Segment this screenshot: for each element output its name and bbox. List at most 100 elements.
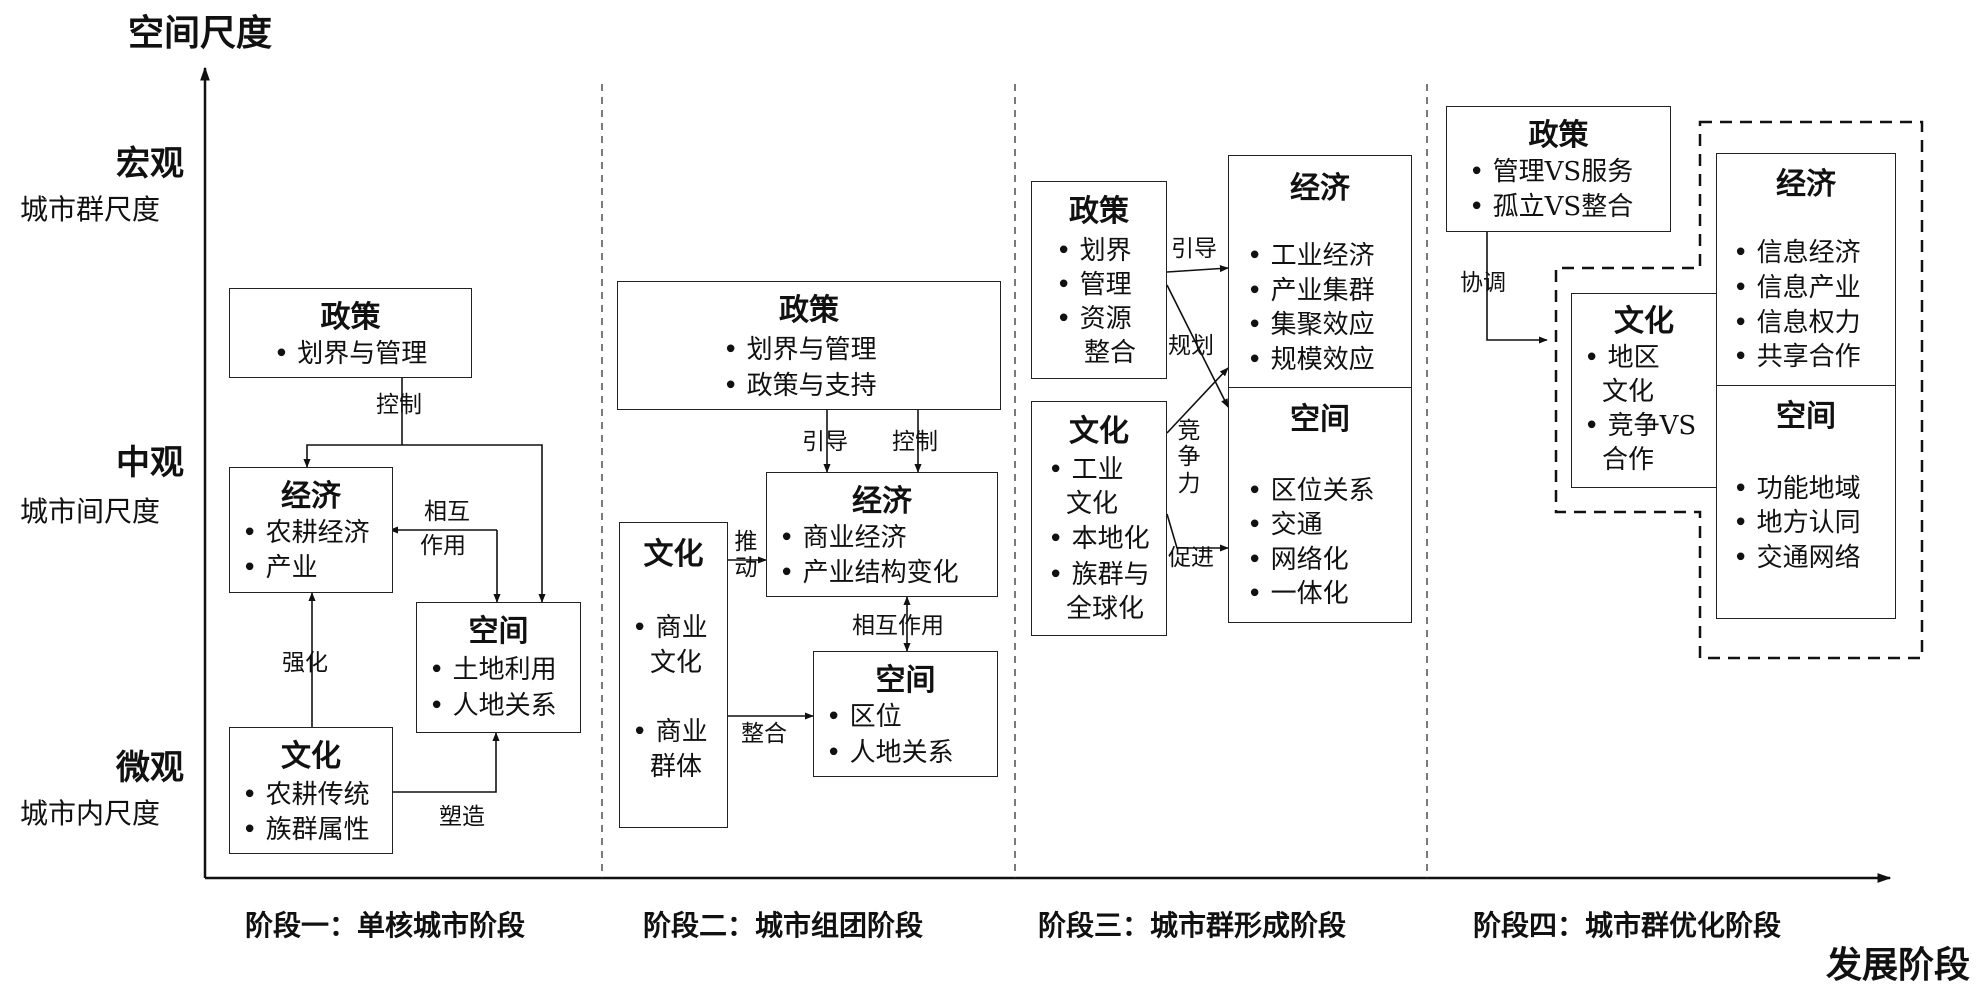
y-axis-title: 空间尺度 xyxy=(128,13,273,54)
level-macro-scale: 城市群尺度 xyxy=(20,193,161,226)
s3-culture-item: • 工业 xyxy=(1048,455,1124,485)
s3-policy-item: • 资源 xyxy=(1056,304,1132,334)
s2-arrow-push: 推动 xyxy=(734,529,758,582)
s4-dashed-region xyxy=(1554,120,1924,660)
s1-shape xyxy=(392,732,500,793)
s1-policy-box: 政策 • 划界与管理 xyxy=(229,288,472,378)
s4-economy-item: • 信息经济 xyxy=(1733,238,1861,268)
s4-coordinate xyxy=(1486,232,1548,344)
s2-arrow-control: 控制 xyxy=(892,429,938,455)
s1-space-title: 空间 xyxy=(468,614,529,649)
s3-box-divider xyxy=(1229,387,1411,388)
s3-culture-item: 文化 xyxy=(1066,489,1119,519)
s1-arrow-strengthen: 强化 xyxy=(282,650,328,676)
s2-space-item: • 人地关系 xyxy=(826,738,954,768)
s2-space-box: 空间 • 区位 • 人地关系 xyxy=(813,651,998,777)
s3-policy-box: 政策 • 划界 • 管理 • 资源 整合 xyxy=(1031,181,1167,379)
s3-arrow-guide: 引导 xyxy=(1171,236,1217,262)
s3-culture-box: 文化 • 工业 文化 • 本地化 • 族群与 全球化 xyxy=(1031,401,1167,636)
s2-economy-title: 经济 xyxy=(852,484,912,519)
s3-economy-title: 经济 xyxy=(1290,171,1350,206)
s4-culture-box: 文化 • 地区 文化 • 竞争VS 合作 xyxy=(1571,293,1717,488)
s2-economy-item: • 商业经济 xyxy=(779,523,907,553)
s4-economy-item: • 信息权力 xyxy=(1733,308,1861,338)
level-meso-scale: 城市间尺度 xyxy=(20,495,161,528)
level-meso: 中观 xyxy=(116,443,184,483)
s1-arrow-mutual-1: 相互 xyxy=(424,499,470,525)
s3-arrow-plan: 规划 xyxy=(1168,333,1214,359)
s1-arrow-control: 控制 xyxy=(376,392,422,418)
s2-culture-item: 群体 xyxy=(650,752,703,782)
stage-2-label: 阶段二：城市组团阶段 xyxy=(643,909,924,942)
s3-culture-title: 文化 xyxy=(1069,414,1129,449)
s1-culture-item: • 族群属性 xyxy=(242,815,370,845)
s1-control-to-economy xyxy=(303,444,402,468)
s2-culture-item: • 商业 xyxy=(632,613,708,643)
s3-economy-item: • 集聚效应 xyxy=(1247,310,1375,340)
s2-policy-item: • 政策与支持 xyxy=(723,371,877,401)
s4-arrow-coordinate: 协调 xyxy=(1460,270,1506,296)
s2-space-item: • 区位 xyxy=(826,702,902,732)
s3-arrow-promote: 促进 xyxy=(1168,545,1214,571)
s2-policy-item: • 划界与管理 xyxy=(723,335,877,365)
s2-policy-box: 政策 • 划界与管理 • 政策与支持 xyxy=(617,281,1001,410)
s2-arrow-integrate: 整合 xyxy=(741,721,787,747)
s3-policy-title: 政策 xyxy=(1069,194,1129,229)
s3-economy-space-box: 经济 • 工业经济 • 产业集群 • 集聚效应 • 规模效应 空间 • 区位关系… xyxy=(1228,155,1412,623)
s4-economy-title: 经济 xyxy=(1776,167,1836,202)
s1-arrow-mutual-2: 作用 xyxy=(420,533,466,559)
s2-culture-title: 文化 xyxy=(643,537,704,572)
s1-economy-box: 经济 • 农耕经济 • 产业 xyxy=(229,467,393,593)
s4-economy-item: • 信息产业 xyxy=(1733,273,1861,303)
s1-policy-title: 政策 xyxy=(320,300,381,335)
s4-economy-space-box: 经济 • 信息经济 • 信息产业 • 信息权力 • 共享合作 空间 • 功能地域… xyxy=(1716,153,1896,619)
s4-space-item: • 功能地域 xyxy=(1733,474,1861,504)
s1-culture-item: • 农耕传统 xyxy=(242,780,370,810)
s3-plan xyxy=(1166,284,1229,408)
s3-space-item: • 一体化 xyxy=(1247,579,1349,609)
s3-space-item: • 区位关系 xyxy=(1247,476,1375,506)
s4-space-item: • 交通网络 xyxy=(1733,543,1861,573)
s2-policy-title: 政策 xyxy=(779,293,839,328)
s3-space-item: • 交通 xyxy=(1247,510,1323,540)
s4-policy-box: 政策 • 管理VS服务 • 孤立VS整合 xyxy=(1446,106,1671,232)
x-axis-title: 发展阶段 xyxy=(1826,945,1971,986)
s4-policy-title: 政策 xyxy=(1528,118,1589,153)
s1-economy-item: • 农耕经济 xyxy=(242,518,370,548)
s1-policy-item: • 划界与管理 xyxy=(273,339,428,369)
s1-culture-box: 文化 • 农耕传统 • 族群属性 xyxy=(229,727,393,854)
s2-economy-item: • 产业结构变化 xyxy=(779,558,959,588)
s1-space-box: 空间 • 土地利用 • 人地关系 xyxy=(416,602,581,733)
s4-culture-item: • 竞争VS xyxy=(1584,411,1697,441)
s3-culture-item: 全球化 xyxy=(1066,594,1145,624)
s3-compete xyxy=(1166,367,1229,434)
s3-space-item: • 网络化 xyxy=(1247,545,1349,575)
s4-culture-title: 文化 xyxy=(1614,304,1674,339)
s3-culture-item: • 族群与 xyxy=(1048,560,1150,590)
s3-economy-item: • 产业集群 xyxy=(1247,276,1375,306)
level-micro-scale: 城市内尺度 xyxy=(20,797,161,830)
s4-policy-item: • 管理VS服务 xyxy=(1469,157,1634,187)
s2-culture-item: • 商业 xyxy=(632,717,708,747)
s2-culture-box: 文化 • 商业 文化 • 商业 群体 xyxy=(619,522,728,828)
s3-economy-item: • 工业经济 xyxy=(1247,241,1375,271)
s3-arrow-compete: 竞争力 xyxy=(1177,418,1201,497)
s4-culture-item: • 地区 xyxy=(1584,343,1660,373)
s2-space-title: 空间 xyxy=(875,663,936,698)
s2-arrow-mutual: 相互作用 xyxy=(852,613,944,639)
s4-culture-item: 文化 xyxy=(1602,377,1655,407)
s1-economy-title: 经济 xyxy=(281,479,341,514)
s3-promote xyxy=(1166,513,1229,552)
stage-4-label: 阶段四：城市群优化阶段 xyxy=(1473,909,1782,942)
s1-culture-title: 文化 xyxy=(281,739,341,774)
s3-culture-item: • 本地化 xyxy=(1048,524,1150,554)
s1-economy-item: • 产业 xyxy=(242,553,318,583)
level-macro: 宏观 xyxy=(116,144,184,184)
s3-guide xyxy=(1166,264,1229,273)
s2-economy-box: 经济 • 商业经济 • 产业结构变化 xyxy=(766,472,998,597)
s2-culture-item: 文化 xyxy=(650,648,703,678)
level-micro: 微观 xyxy=(116,748,184,788)
s4-economy-item: • 共享合作 xyxy=(1733,342,1861,372)
s4-space-title: 空间 xyxy=(1776,399,1836,434)
